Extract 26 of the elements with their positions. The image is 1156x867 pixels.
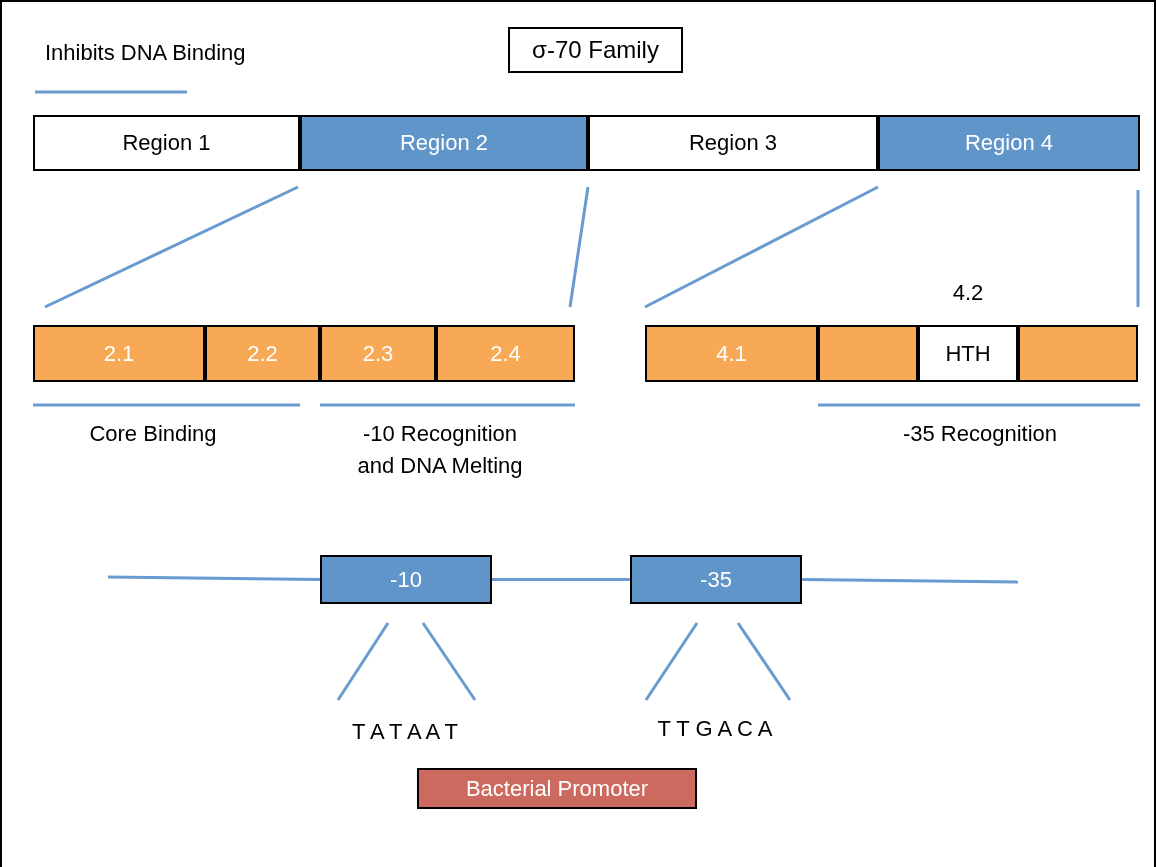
dna-strand-line: [492, 578, 630, 581]
segment-box: [818, 325, 918, 382]
promoter-element-box: -35: [630, 555, 802, 604]
legend-text: Inhibits DNA Binding: [45, 40, 246, 66]
title-box: σ-70 Family: [508, 27, 683, 73]
segment-box: [1018, 325, 1138, 382]
subregion-label: 4.2: [951, 280, 985, 306]
segment-box: Region 4: [878, 115, 1140, 171]
segment-box: 2.4: [436, 325, 575, 382]
dna-strand-line: [802, 578, 1018, 584]
region-caption: Core Binding: [88, 420, 218, 448]
promoter-element-box: -10: [320, 555, 492, 604]
region-caption: -10 Recognition and DNA Melting: [356, 420, 524, 480]
promoter-box: Bacterial Promoter: [417, 768, 697, 809]
segment-box: 2.3: [320, 325, 436, 382]
sequence-text: T T G A C A: [656, 715, 774, 743]
segment-box: Region 2: [300, 115, 588, 171]
segment-box: 2.1: [33, 325, 205, 382]
dna-strand-line: [107, 575, 321, 581]
segment-box: 2.2: [205, 325, 320, 382]
segment-box: 4.1: [645, 325, 818, 382]
segment-box: Region 1: [33, 115, 300, 171]
sequence-text: T A T A A T: [351, 718, 459, 746]
segment-box: HTH: [918, 325, 1018, 382]
segment-box: Region 3: [588, 115, 878, 171]
region-caption: -35 Recognition: [901, 420, 1059, 448]
